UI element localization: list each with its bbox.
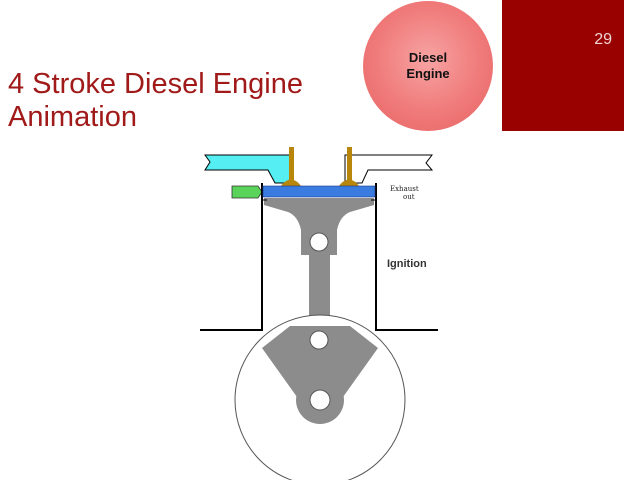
exhaust-valve-stem xyxy=(347,147,352,181)
title-line-1: 4 Stroke Diesel Engine xyxy=(8,68,303,100)
slide-number-box: 29 xyxy=(502,0,624,131)
connecting-rod xyxy=(309,252,330,332)
exhaust-label-line-2: out xyxy=(403,193,415,201)
diesel-engine-badge: Diesel Engine xyxy=(363,1,493,131)
cylinder-wall-left xyxy=(200,183,263,331)
intake-valve-head xyxy=(280,179,302,187)
slide-title: 4 Stroke Diesel Engine Animation xyxy=(8,68,348,134)
wrist-pin xyxy=(309,232,329,252)
title-line-2: Animation xyxy=(8,101,137,134)
slide-number: 29 xyxy=(594,31,612,48)
badge-line-1: Diesel xyxy=(408,50,448,66)
crank-pin xyxy=(309,330,329,350)
stroke-label: Ignition xyxy=(387,258,427,270)
crankshaft-center xyxy=(309,389,331,411)
combustion-chamber xyxy=(262,185,376,198)
intake-port xyxy=(204,154,291,184)
exhaust-port xyxy=(344,154,434,184)
exhaust-valve-head xyxy=(338,179,360,187)
badge-label: Diesel Engine xyxy=(378,50,478,81)
exhaust-label-line-1: Exhaust xyxy=(390,185,419,193)
piston xyxy=(264,198,374,255)
intake-valve-stem xyxy=(289,147,294,181)
fuel-injector xyxy=(231,185,263,199)
engine-diagram: Exhaust out Ignition xyxy=(200,147,438,480)
badge-line-2: Engine xyxy=(406,66,450,81)
crank-web xyxy=(262,326,378,404)
cylinder-wall-right xyxy=(375,183,438,331)
